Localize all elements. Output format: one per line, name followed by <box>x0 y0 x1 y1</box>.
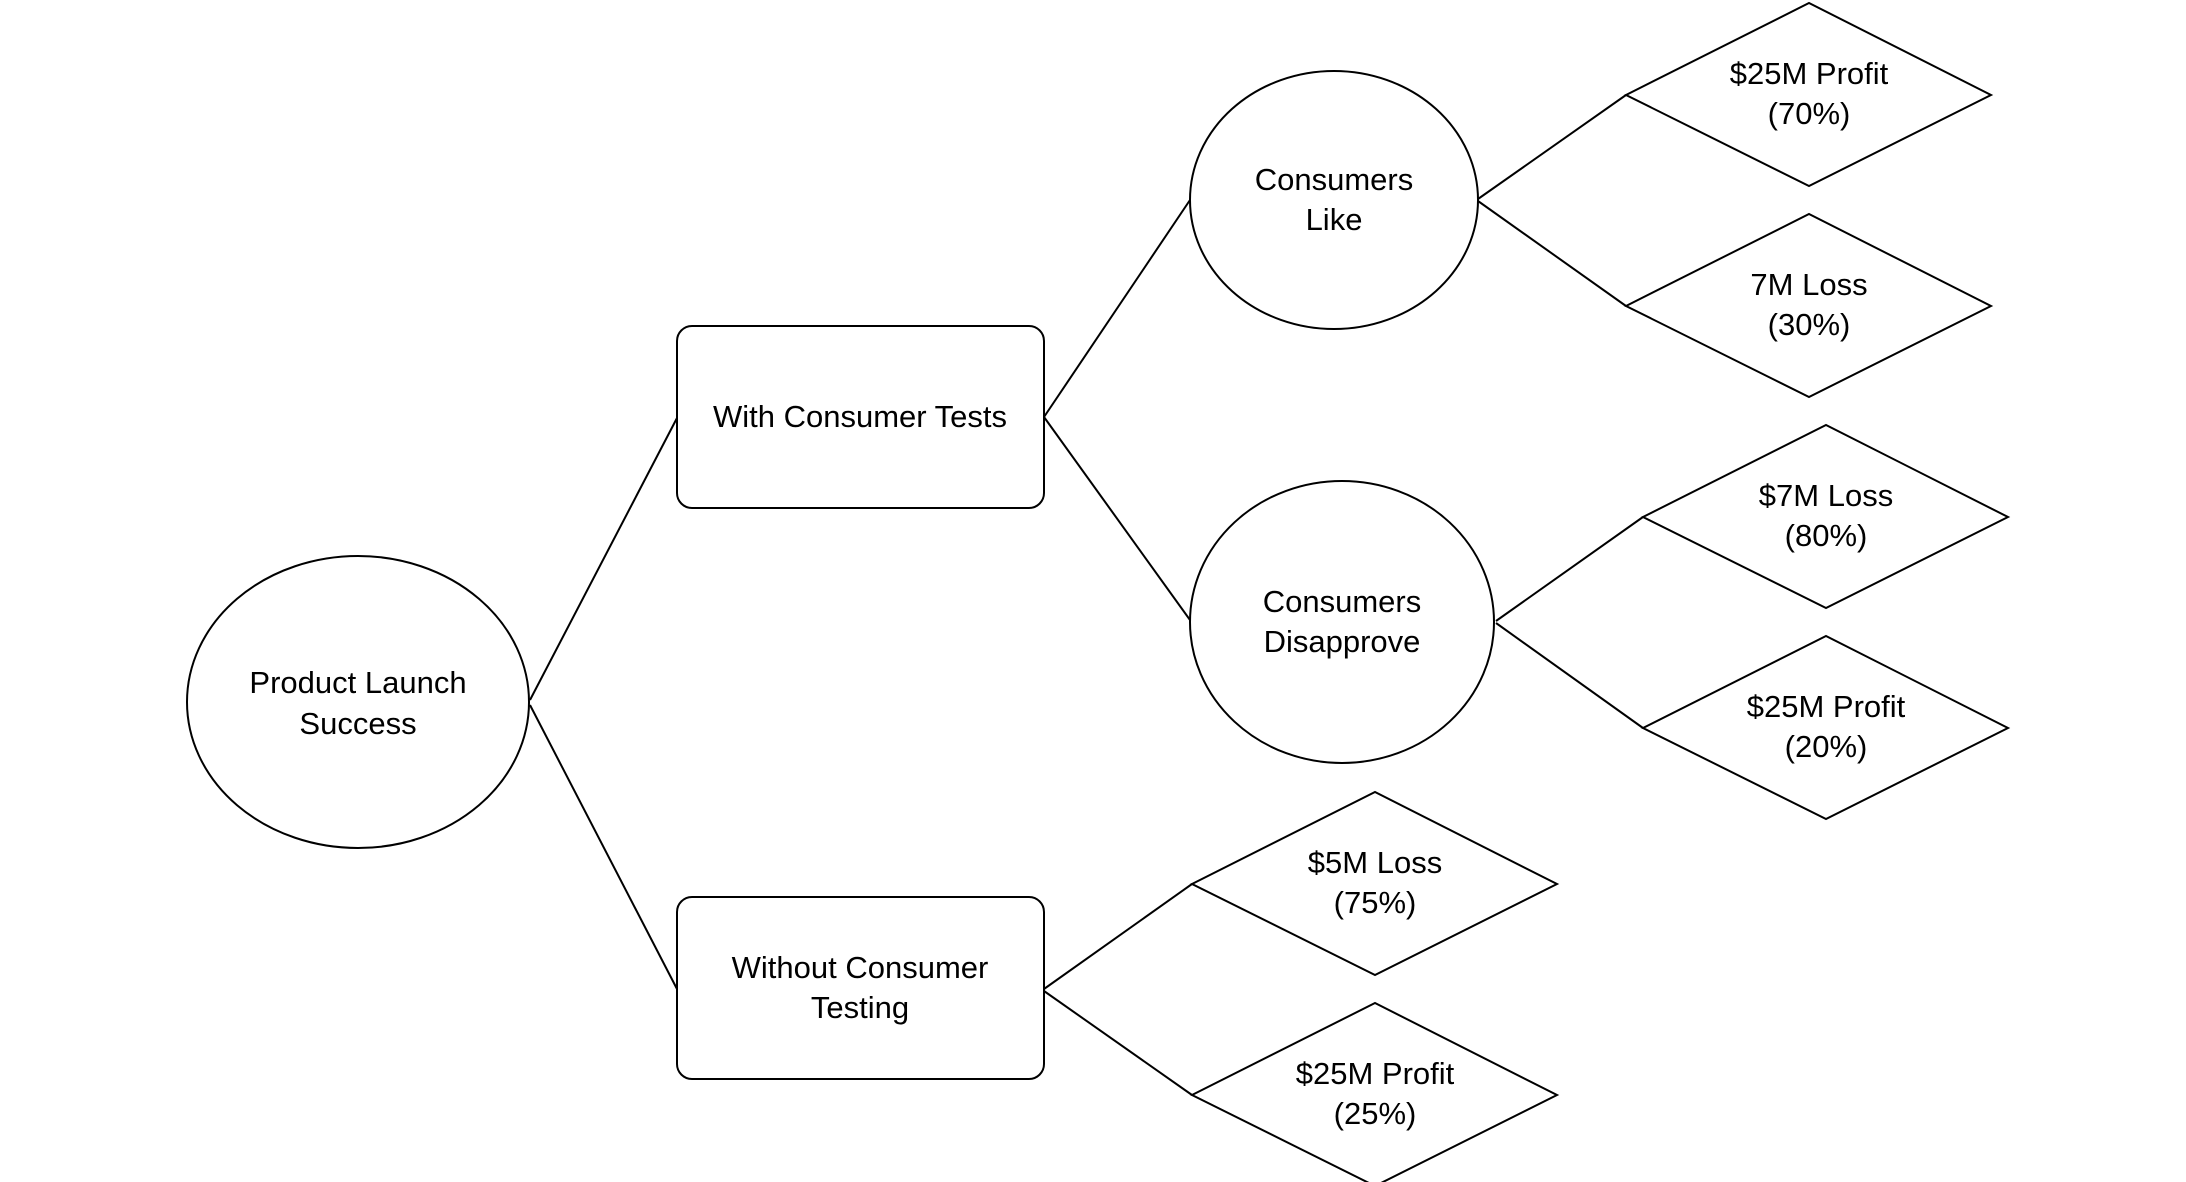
outcome-like-loss-prob: (30%) <box>1768 307 1851 342</box>
with-tests-node: With Consumer Tests <box>676 325 1045 509</box>
outcome-without-loss-amount: $5M Loss <box>1308 845 1442 880</box>
edge-root-to-with-tests <box>529 417 678 701</box>
without-tests-node: Without Consumer Testing <box>676 896 1045 1080</box>
outcome-without-profit-amount: $25M Profit <box>1296 1056 1455 1091</box>
outcome-like-loss: 7M Loss (30%) <box>1623 212 1994 399</box>
edge-with-tests-to-like <box>1043 199 1191 418</box>
consumers-disapprove-label-line1: Consumers <box>1263 584 1422 619</box>
consumers-like-ellipse <box>1189 70 1479 330</box>
consumers-like-label-line1: Consumers <box>1255 162 1414 197</box>
outcome-without-profit-diamond <box>1189 1001 1560 1182</box>
outcome-disapprove-profit-amount: $25M Profit <box>1747 689 1906 724</box>
outcome-disapprove-profit-diamond <box>1640 634 2011 821</box>
outcome-like-profit-amount: $25M Profit <box>1730 56 1889 91</box>
with-tests-label: With Consumer Tests <box>713 399 1007 434</box>
edge-with-tests-to-disapprove <box>1043 416 1191 621</box>
outcome-without-loss-diamond <box>1189 790 1560 977</box>
without-tests-box <box>676 896 1045 1080</box>
outcome-disapprove-profit-prob: (20%) <box>1785 729 1868 764</box>
root-label-line2: Success <box>299 706 416 741</box>
outcome-disapprove-loss-diamond <box>1640 423 2011 610</box>
connector-lines <box>529 94 1644 1096</box>
edge-disapprove-to-loss <box>1495 516 1644 622</box>
outcome-disapprove-profit: $25M Profit (20%) <box>1640 634 2011 821</box>
consumers-like-node: Consumers Like <box>1189 70 1479 330</box>
outcome-disapprove-loss-prob: (80%) <box>1785 518 1868 553</box>
outcome-like-loss-amount: 7M Loss <box>1750 267 1867 302</box>
without-tests-label-line2: Testing <box>811 990 909 1025</box>
outcome-like-profit-diamond <box>1623 1 1994 188</box>
outcome-without-profit: $25M Profit (25%) <box>1189 1001 1560 1182</box>
edge-root-to-without-tests <box>529 704 678 990</box>
outcome-without-loss-prob: (75%) <box>1334 885 1417 920</box>
outcome-without-profit-prob: (25%) <box>1334 1096 1417 1131</box>
outcome-without-loss: $5M Loss (75%) <box>1189 790 1560 977</box>
outcome-like-loss-diamond <box>1623 212 1994 399</box>
consumers-disapprove-node: Consumers Disapprove <box>1189 480 1495 764</box>
outcome-disapprove-loss: $7M Loss (80%) <box>1640 423 2011 610</box>
with-tests-box <box>676 325 1045 509</box>
root-node: Product Launch Success <box>186 555 530 849</box>
consumers-disapprove-label-line2: Disapprove <box>1264 624 1421 659</box>
outcome-disapprove-loss-amount: $7M Loss <box>1759 478 1893 513</box>
outcome-like-profit: $25M Profit (70%) <box>1623 1 1994 188</box>
edge-without-to-profit <box>1043 990 1193 1096</box>
consumers-like-label-line2: Like <box>1306 202 1363 237</box>
edge-like-to-loss <box>1477 200 1627 307</box>
edge-disapprove-to-profit <box>1495 622 1644 729</box>
edge-like-to-profit <box>1477 94 1627 200</box>
without-tests-label-line1: Without Consumer <box>732 950 989 985</box>
consumers-disapprove-ellipse <box>1189 480 1495 764</box>
root-label-line1: Product Launch <box>249 665 466 700</box>
root-ellipse <box>186 555 530 849</box>
edge-without-to-loss <box>1043 883 1193 990</box>
outcome-like-profit-prob: (70%) <box>1768 96 1851 131</box>
